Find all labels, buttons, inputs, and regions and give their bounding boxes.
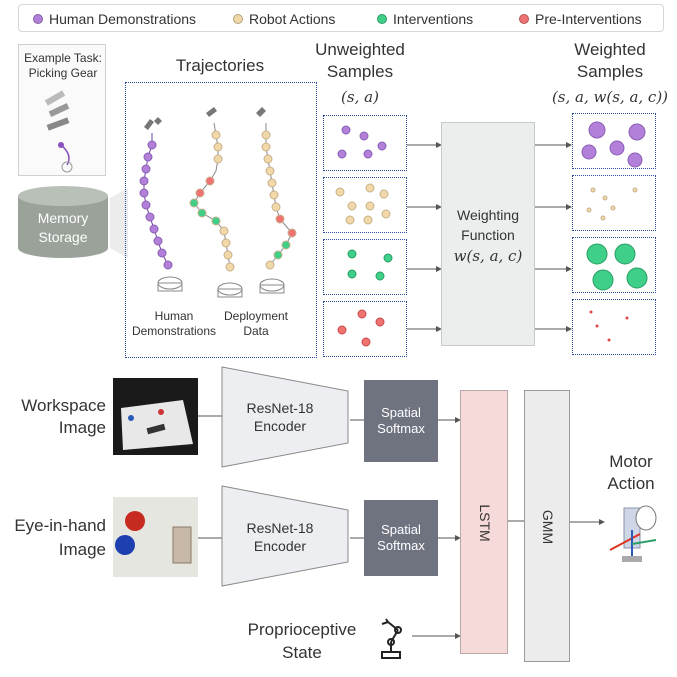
weighted-math: (s, a, w(s, a, c)) xyxy=(551,88,669,106)
weighted-beige-samples xyxy=(586,187,638,221)
legend: Human Demonstrations Robot Actions Inter… xyxy=(18,4,664,32)
proprio-label-2: State xyxy=(282,643,322,662)
human-demos-label-2: Demonstrations xyxy=(131,324,217,338)
beige-samples xyxy=(335,183,391,225)
deployment-label-1: Deployment xyxy=(223,309,289,323)
lstm-block: LSTM xyxy=(460,390,508,654)
robot-arm-icon xyxy=(44,90,73,173)
encoder-eye-label-1: ResNet-18 xyxy=(246,520,314,536)
network-connectors xyxy=(350,417,461,639)
motor-label-2: Action xyxy=(607,474,655,493)
encoder-workspace-label-2: Encoder xyxy=(253,418,307,434)
memory-label-2: Storage xyxy=(38,229,88,245)
workspace-label-2: Image xyxy=(58,418,106,437)
weighting-math: w(s, a, c) xyxy=(453,247,523,265)
unweighted-box-interventions xyxy=(323,239,407,295)
weighted-title-1: Weighted xyxy=(574,40,646,59)
green-dot-icon xyxy=(377,14,387,24)
eye-in-hand-image xyxy=(113,497,198,577)
weighted-red-samples xyxy=(589,310,629,342)
weighted-purple-samples xyxy=(581,121,646,168)
motor-label-1: Motor xyxy=(609,452,653,471)
arrows-to-weighting xyxy=(407,142,442,332)
purple-dot-icon xyxy=(33,14,43,24)
trajectories-panel: Human Demonstrations Deployment Data xyxy=(125,82,317,358)
spatial-label-2b: Softmax xyxy=(377,538,425,553)
encoder-eye-label-2: Encoder xyxy=(253,538,307,554)
weighted-box-pre-interventions xyxy=(572,299,656,355)
encoder-workspace-label-1: ResNet-18 xyxy=(246,400,314,416)
unweighted-box-human xyxy=(323,115,407,171)
weighted-title-2: Samples xyxy=(576,62,644,81)
weighted-green-samples xyxy=(586,243,648,291)
spatial-label-2: Softmax xyxy=(377,421,425,436)
green-samples xyxy=(347,249,393,281)
trajectories-title: Trajectories xyxy=(175,56,265,75)
unweighted-box-robot xyxy=(323,177,407,233)
purple-samples xyxy=(337,125,387,159)
lstm-label: LSTM xyxy=(477,504,493,542)
human-demos-label-1: Human xyxy=(154,309,194,323)
spatial-label-1: Spatial xyxy=(381,405,421,420)
beige-dot-icon xyxy=(233,14,243,24)
weighting-function-box: Weighting Function w(s, a, c) xyxy=(441,122,535,346)
weighting-label-2: Function xyxy=(461,227,515,243)
unweighted-box-pre-interventions xyxy=(323,301,407,357)
eye-in-hand-label-2: Image xyxy=(58,540,106,559)
proprio-label-1: Proprioceptive xyxy=(247,620,357,639)
memory-storage-icon xyxy=(18,186,128,258)
weighted-box-human xyxy=(572,113,656,169)
trajectories-diagram xyxy=(139,107,297,298)
encoder-workspace xyxy=(221,366,349,468)
gmm-block: GMM xyxy=(524,390,570,662)
eye-in-hand-label-1: Eye-in-hand xyxy=(14,516,106,535)
robot-arm-proprio-icon xyxy=(381,618,402,659)
unweighted-title-1: Unweighted xyxy=(315,40,405,59)
workspace-label-1: Workspace xyxy=(21,396,106,415)
arrows-to-weighted xyxy=(535,142,572,332)
encoder-eye xyxy=(221,485,349,587)
spatial-softmax-workspace: Spatial Softmax xyxy=(364,380,438,462)
workspace-image-art xyxy=(113,378,198,455)
example-task-panel: Example Task: Picking Gear xyxy=(18,44,106,176)
spatial-label-1b: Spatial xyxy=(381,522,421,537)
weighted-box-interventions xyxy=(572,237,656,293)
eye-image-art xyxy=(113,497,198,577)
spatial-softmax-eye: Spatial Softmax xyxy=(364,500,438,576)
gmm-label: GMM xyxy=(540,509,556,545)
workspace-image xyxy=(113,378,198,455)
gmm-to-action xyxy=(570,519,605,525)
unweighted-title-2: Samples xyxy=(326,62,394,81)
memory-label-1: Memory xyxy=(37,210,89,226)
red-samples xyxy=(337,309,385,347)
unweighted-math: (s, a) xyxy=(341,88,379,106)
weighted-box-robot xyxy=(572,175,656,231)
robot-gripper-icon xyxy=(609,505,657,562)
image-to-encoder-lines xyxy=(198,415,222,539)
lstm-to-gmm xyxy=(508,520,524,522)
weighting-label-1: Weighting xyxy=(456,207,519,223)
deployment-label-2: Data xyxy=(243,324,269,338)
red-dot-icon xyxy=(519,14,529,24)
